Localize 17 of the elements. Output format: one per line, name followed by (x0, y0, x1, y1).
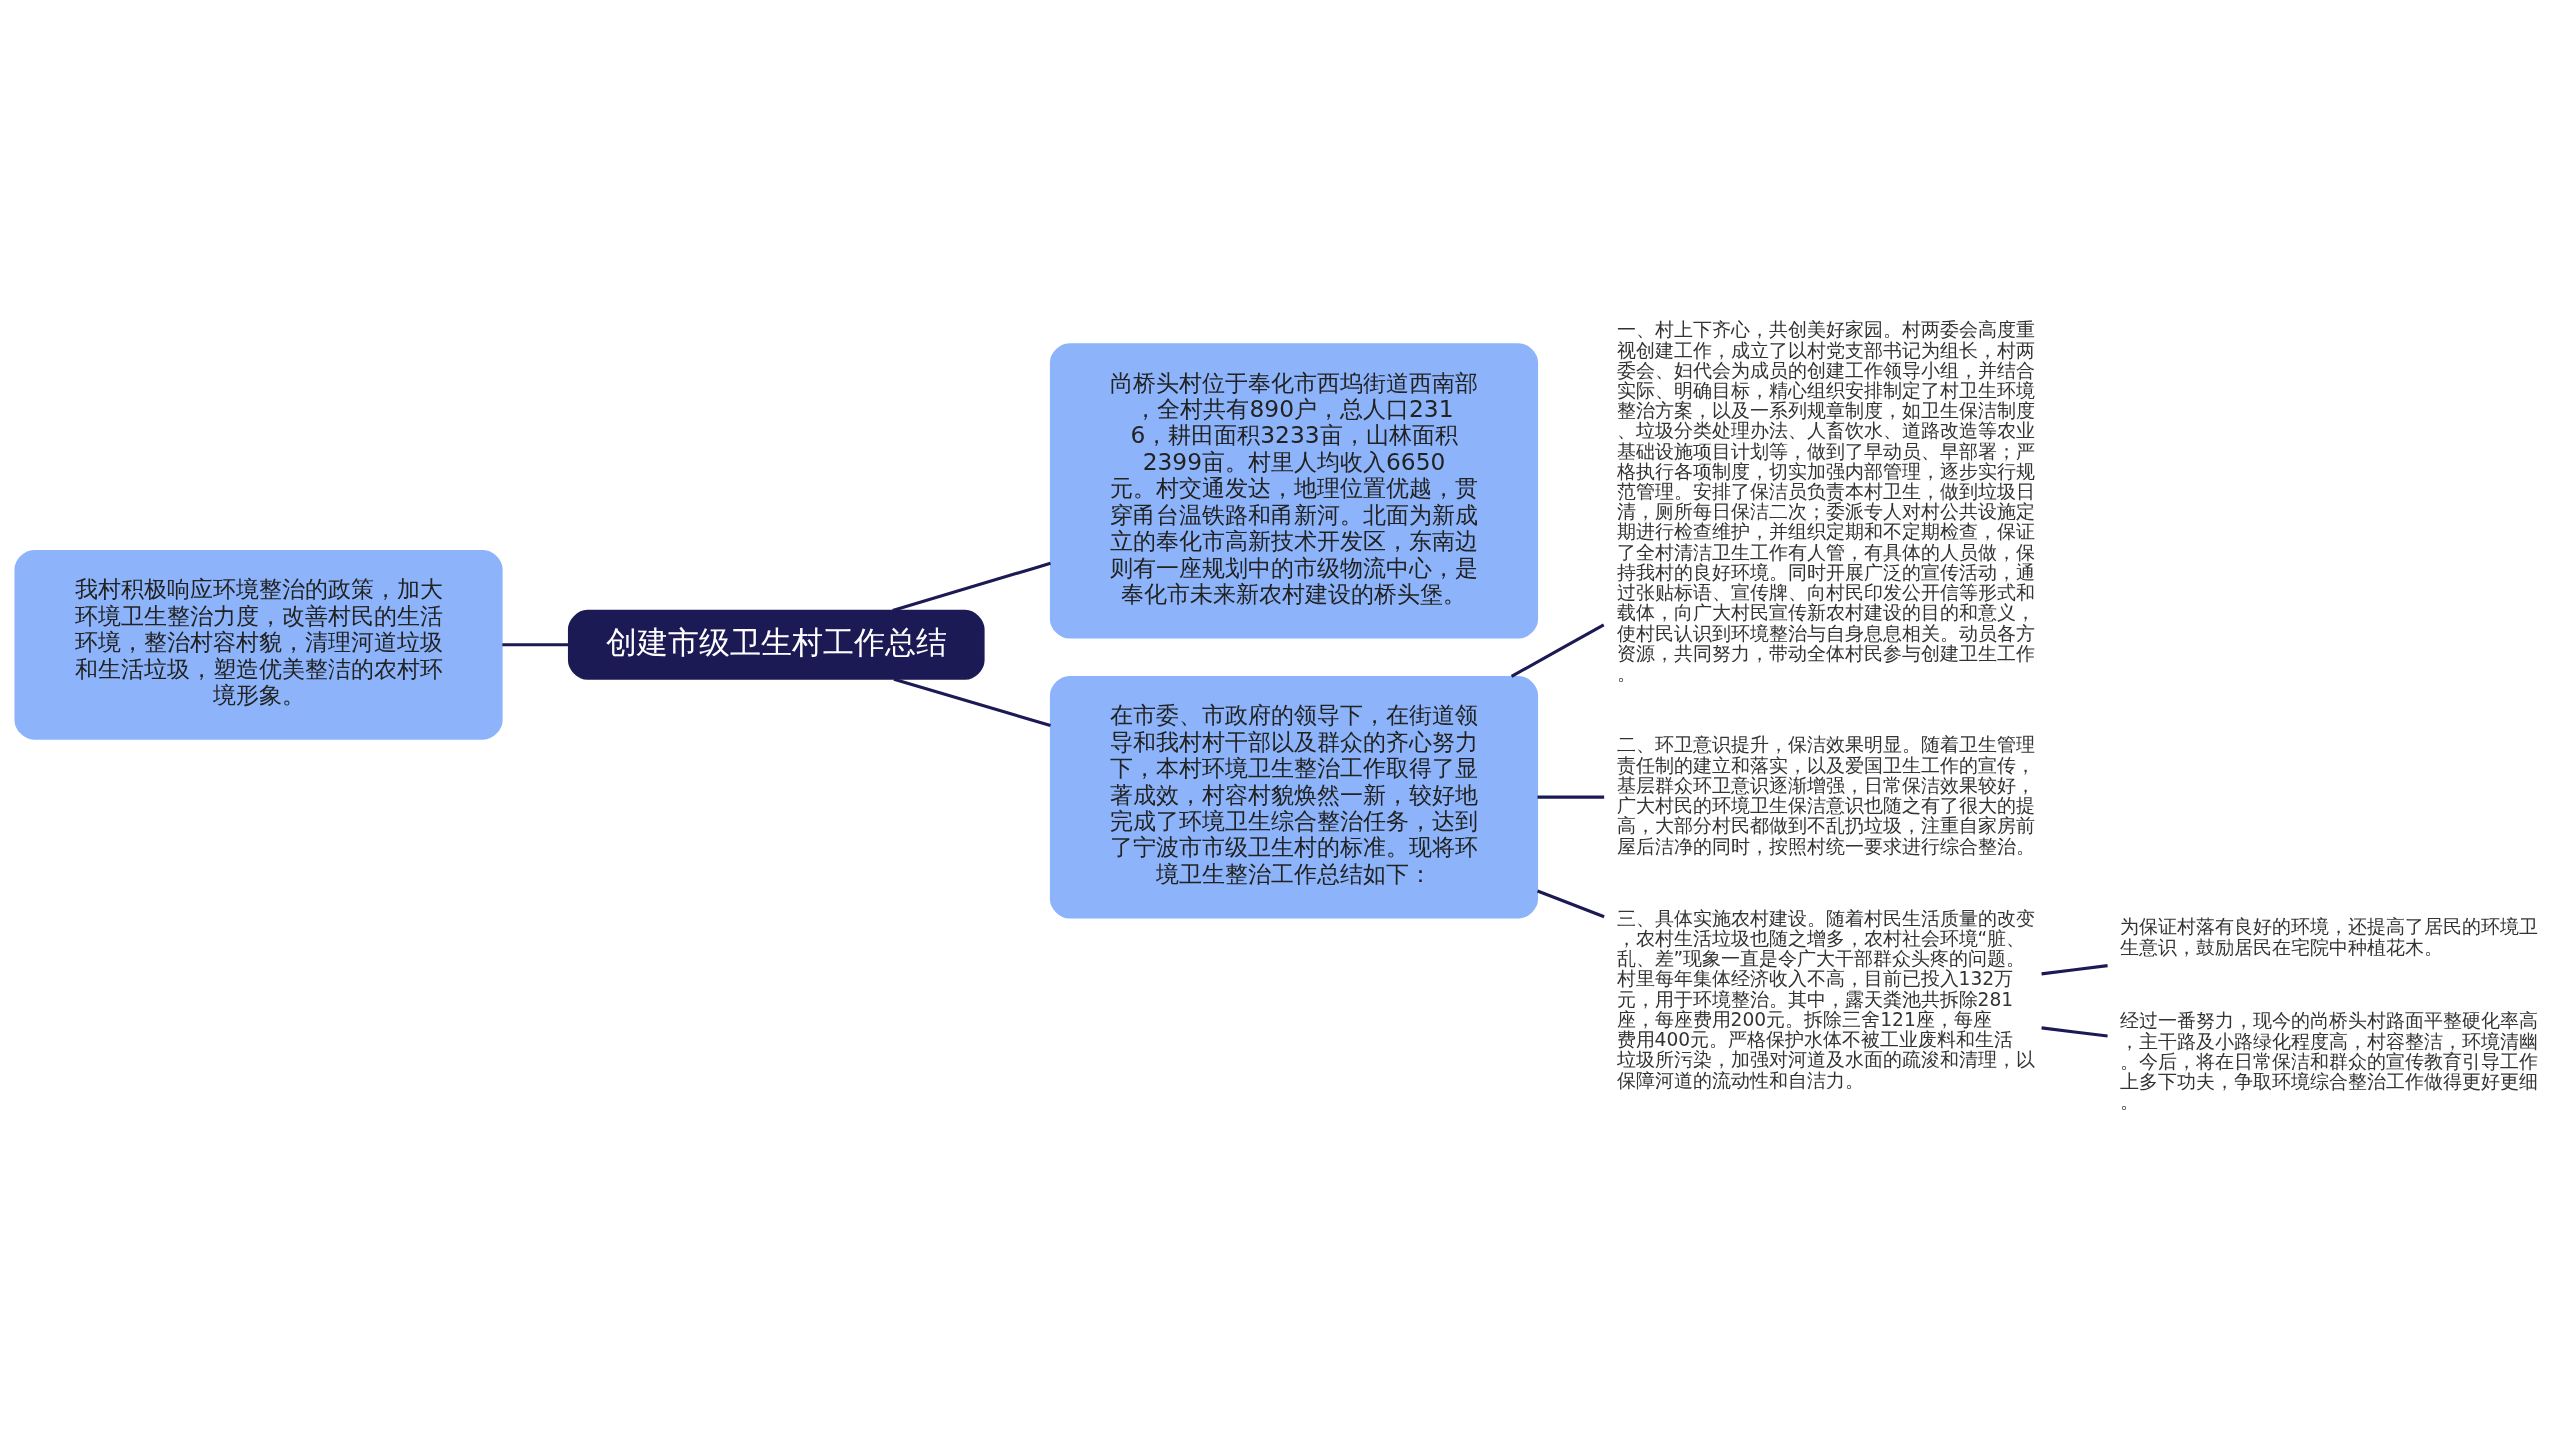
node-box: 创建市级卫生村工作总结 (567, 609, 985, 680)
connector (2041, 963, 2108, 975)
node-box: 尚桥头村位于奉化市西坞街道西南部，全村共有890户，总人口2316，耕田面积3233亩，山林面积2399亩。村里人均收入6650元。村交通发达，地理位置优越，贯穿甬台温铁路和甬新河。北面为新成立的奉化市高新技术开发区，东南边则有一座规划中的市级物流中心，是奉化市未来新农村建设的桥头堡。 (1049, 342, 1539, 639)
connector (1536, 889, 1605, 918)
node-text: 经过一番努力，现今的尚桥头村路面平整硬化率高，主干路及小路绿化程度高，村容整洁，环境清幽。今后，将在日常保洁和群众的宣传教育引导工作上多下功夫，争取环境综合整治工作做得更好更细。 (2120, 1009, 2539, 1112)
connector (2041, 1025, 2108, 1038)
node-text: 一、村上下齐心，共创美好家园。村两委会高度重视创建工作，成立了以村党支部书记为组长，村两委会、妇代会为成员的创建工作领导小组，并结合实际、明确目标，精心组织安排制定了村卫生环境整治方案，以及一系列规章制度，如卫生保洁制度、垃圾分类处理办法、人畜饮水、道路改造等农业基础设施项目计划等，做到了早动员、早部署；严格执行各项制度，切实加强内部管理，逐步实行规范管理。安排了保洁员负责本村卫生，做到垃圾日清，厕所每日保洁二次；委派专人对村公共设施定期进行检查维护，并组织定期和不定期检查，保证了全村清洁卫生工作有人管，有具体的人员做，保持我村的良好环境。同时开展广泛的宣传活动，通过张贴标语、宣传牌、向村民印发公开信等形式和载体，向广大村民宣传新农村建设的目的和意义，使村民认识到环境整治与自身息息相关。动员各方资源，共同努力，带动全体村民参与创建卫生工作。 (1616, 318, 2035, 684)
node-box: 在市委、市政府的领导下，在街道领导和我村村干部以及群众的齐心努力下，本村环境卫生整治工作取得了显著成效，村容村貌焕然一新，较好地完成了环境卫生综合整治任务，达到了宁波市市级卫生村的标准。现将环境卫生整治工作总结如下： (1049, 675, 1539, 918)
connector (502, 642, 569, 646)
connector (893, 677, 1051, 727)
connector (1537, 795, 1605, 799)
connector (1510, 623, 1605, 678)
node-text: 三、具体实施农村建设。随着村民生活质量的改变，农村生活垃圾也随之增多，农村社会环境“脏、乱、差”现象一直是令广大干部群众头疼的问题。村里每年集体经济收入不高，目前已投入132万元，用于环境整治。其中，露天粪池共拆除281座，每座费用200元。拆除三舍121座，每座费用400元。严格保护水体不被工业废料和生活垃圾所污染，加强对河道及水面的疏浚和清理，以保障河道的流动性和自洁力。 (1616, 907, 2035, 1091)
node-text: 二、环卫意识提升，保洁效果明显。随着卫生管理责任制的建立和落实，以及爱国卫生工作的宣传，基层群众环卫意识逐渐增强，日常保洁效果较好，广大村民的环境卫生保洁意识也随之有了很大的提高，大部分村民都做到不乱扔垃圾，注重自家房前屋后洁净的同时，按照村统一要求进行综合整治。 (1616, 733, 2035, 857)
node-box: 我村积极响应环境整治的政策，加大环境卫生整治力度，改善村民的生活环境，整治村容村貌，清理河道垃圾和生活垃圾，塑造优美整洁的农村环境形象。 (14, 549, 503, 740)
connector (892, 561, 1051, 612)
node-text: 为保证村落有良好的环境，还提高了居民的环境卫生意识，鼓励居民在宅院中种植花木。 (2120, 915, 2539, 958)
